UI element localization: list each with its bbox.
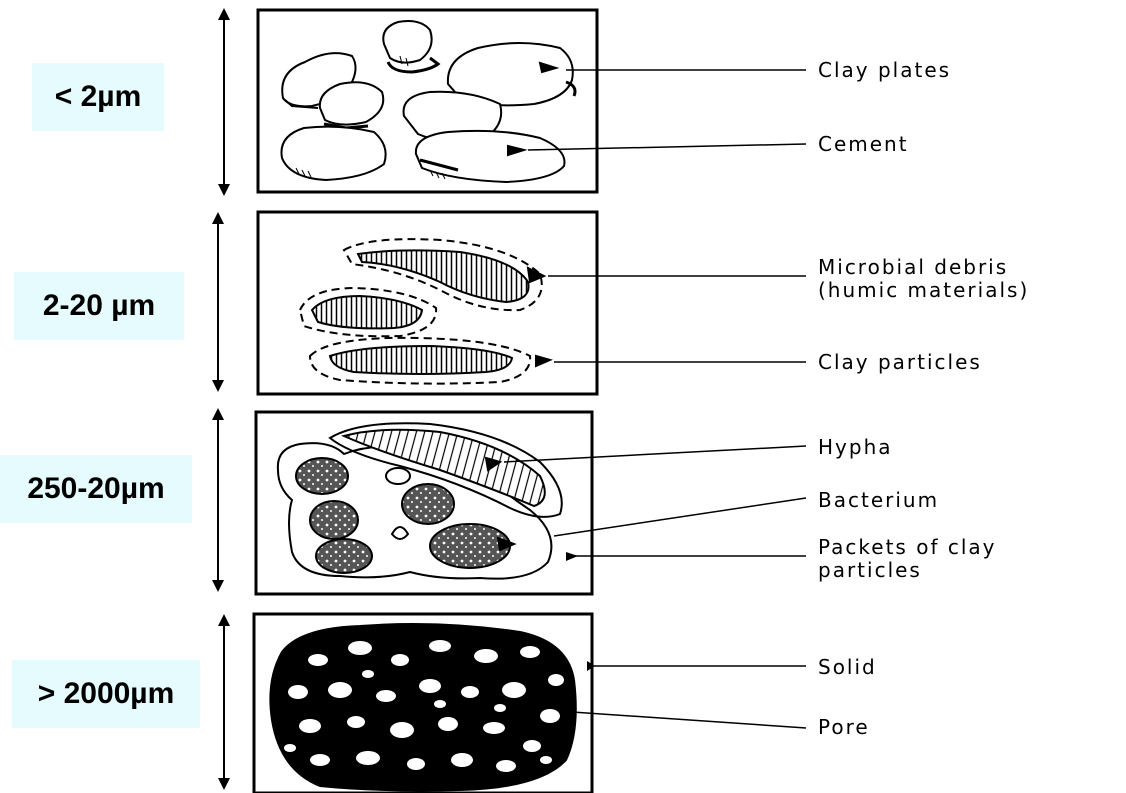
panel-microbial-debris [258, 212, 597, 394]
panel-solid-pore [254, 614, 592, 793]
scale-arrow-level-3 [212, 408, 224, 592]
scale-arrow-level-1 [218, 8, 230, 196]
panel-hypha-bacteria [256, 412, 592, 594]
panel-clay-plates [258, 10, 597, 192]
scale-arrow-level-2 [212, 212, 224, 392]
scale-arrow-level-4 [218, 614, 230, 790]
